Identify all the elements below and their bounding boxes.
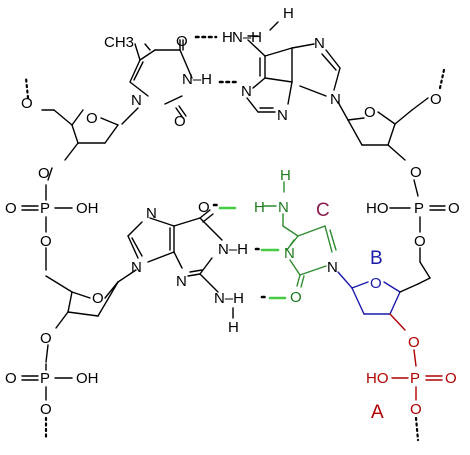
phosphate-left-bottom xyxy=(21,363,73,442)
guanine-n3: N xyxy=(176,273,187,290)
thymine-o2: O xyxy=(174,113,186,130)
cytosine-o2: O xyxy=(290,289,302,306)
thymine-base xyxy=(121,39,193,125)
phosphate-right xyxy=(389,205,446,279)
phos-red-p: P xyxy=(410,370,420,387)
sugar-top-left-ring-o: O xyxy=(86,110,98,127)
hbond-dots xyxy=(194,35,270,299)
adenine-n3: N xyxy=(277,107,288,124)
sugar-middle-left xyxy=(45,275,119,363)
phos-right-p: P xyxy=(414,200,424,217)
hbond-markers xyxy=(218,206,287,300)
phos-right-o-double: O xyxy=(448,200,460,217)
sugar-top-left xyxy=(24,76,119,181)
phos-right-ho: HO xyxy=(366,200,389,217)
guanine-n1-h: N–H xyxy=(218,241,248,258)
phos-red-o: O xyxy=(410,401,422,418)
cytosine-n3: N xyxy=(284,245,295,262)
guanine-base xyxy=(117,209,223,293)
adenine-n9: N xyxy=(330,91,341,108)
adenine-n1: N xyxy=(241,83,252,100)
guanine-n2-h: N–H xyxy=(214,290,244,307)
phos-red-ho: HO xyxy=(366,370,389,387)
phos-red-3prime-o: O xyxy=(408,334,420,351)
phosphate-red xyxy=(391,349,443,442)
phos-left-bottom-p: P xyxy=(40,370,50,387)
sugar-top-left-3prime-o: O xyxy=(38,165,50,182)
sugar-top-right-5prime-o: O xyxy=(430,91,442,108)
adenine-n7: N xyxy=(314,35,325,52)
phos-left-bottom-oh: OH xyxy=(76,370,99,387)
adenine-n6-top-h: H xyxy=(283,5,294,22)
sugar-blue-ring-o: O xyxy=(370,275,382,292)
sugar-middle-left-ring-o: O xyxy=(92,290,104,307)
phos-left-top-o-double: O xyxy=(5,200,17,217)
thymine-o4: O xyxy=(176,33,188,50)
sugar-blue xyxy=(351,277,431,331)
thymine-n3-h: N–H xyxy=(182,71,212,88)
guanine-n9: N xyxy=(131,259,142,276)
phos-left-top-o-bridge: O xyxy=(40,233,52,250)
guanine-n2-h2: H xyxy=(228,319,239,336)
adenine-base xyxy=(246,21,349,121)
phos-red-o-double: O xyxy=(445,370,457,387)
phos-left-top-p: P xyxy=(40,200,50,217)
phos-right-o-bridge: O xyxy=(414,233,426,250)
sugar-middle-left-3prime-o: O xyxy=(40,330,52,347)
sugar-top-left-5prime-o: O xyxy=(21,95,33,112)
phos-left-bottom-o-double: O xyxy=(5,370,17,387)
adenine-n6-h: H xyxy=(222,29,233,46)
cytosine-n4-h-top: H xyxy=(280,167,291,184)
phosphate-left-top xyxy=(21,184,73,271)
sugar-top-right-ring-o: O xyxy=(364,104,376,121)
guanine-o6: O xyxy=(198,199,210,216)
marker-b: B xyxy=(370,248,383,269)
cytosine-n4-h: H xyxy=(254,199,265,216)
thymine-n1: N xyxy=(131,92,142,109)
phos-left-bottom-o: O xyxy=(40,401,52,418)
sugar-top-right xyxy=(347,68,446,197)
phos-left-top-oh: OH xyxy=(76,200,99,217)
guanine-n7: N xyxy=(146,205,157,222)
adenine-n6-dash: N–H xyxy=(232,29,262,46)
cytosine-n1: N xyxy=(327,259,338,276)
marker-c: C xyxy=(316,200,330,221)
marker-a: A xyxy=(371,402,384,423)
cytosine-n4: N xyxy=(278,199,289,216)
cytosine-base xyxy=(282,213,337,288)
methyl-label: CH3 xyxy=(104,34,134,51)
sugar-top-right-3prime-o: O xyxy=(410,164,422,181)
